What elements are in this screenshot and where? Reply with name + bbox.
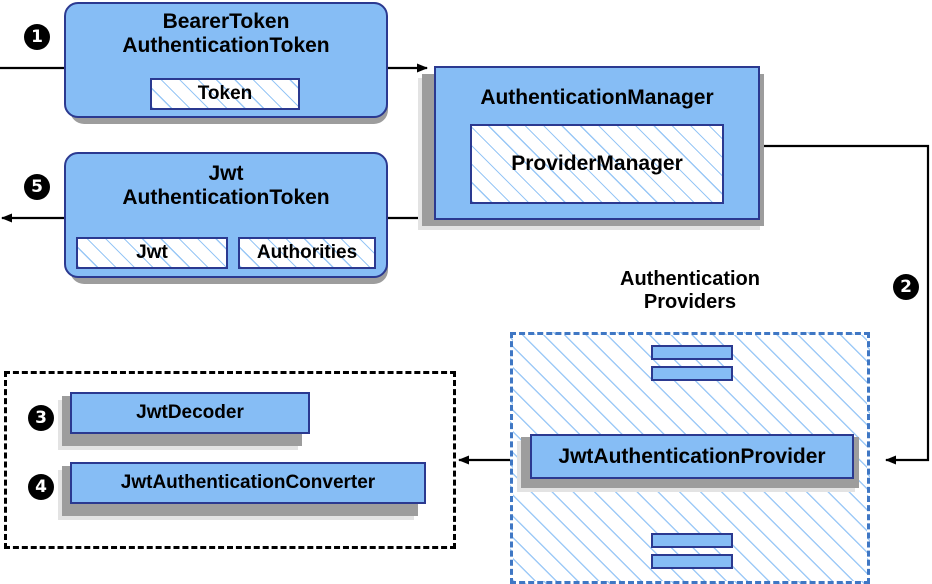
bearer-token-title-line-1: BearerToken <box>162 10 290 33</box>
badge-step-5: 5 <box>24 174 50 200</box>
providers-label-line-1: Authentication <box>620 268 760 290</box>
badge-step-3: 3 <box>28 405 54 431</box>
badge-step-4: 4 <box>28 474 54 500</box>
provider-bar-bottom-1 <box>651 533 733 548</box>
support-components-group <box>4 371 456 549</box>
node-jwt-authentication-provider[interactable]: JwtAuthenticationProvider <box>530 434 854 479</box>
provider-bar-top-2 <box>651 366 733 381</box>
jwt-label: Jwt <box>136 242 168 263</box>
node-jwt-authentication-converter[interactable]: JwtAuthenticationConverter <box>70 462 426 504</box>
jwt-token-title-line-1: Jwt <box>208 162 244 185</box>
token-label: Token <box>197 83 253 104</box>
providers-label-line-2: Providers <box>643 291 737 313</box>
authorities-label: Authorities <box>256 242 358 263</box>
jwt-authentication-provider-label: JwtAuthenticationProvider <box>558 444 826 468</box>
badge-step-2: 2 <box>893 274 919 300</box>
authentication-manager-title: AuthenticationManager <box>480 86 714 109</box>
authentication-manager-inner-provider-manager: ProviderManager <box>470 124 724 204</box>
badge-step-1: 1 <box>24 24 50 50</box>
jwt-decoder-label: JwtDecoder <box>136 402 244 423</box>
provider-bar-bottom-2 <box>651 554 733 569</box>
jwt-token-title-line-2: AuthenticationToken <box>122 185 330 209</box>
node-jwt-decoder[interactable]: JwtDecoder <box>70 392 310 434</box>
bearer-token-inner-token: Token <box>150 78 300 110</box>
jwt-token-inner-jwt: Jwt <box>76 237 228 269</box>
jwt-authentication-converter-label: JwtAuthenticationConverter <box>120 472 376 493</box>
provider-manager-label: ProviderManager <box>511 152 683 175</box>
jwt-token-inner-authorities: Authorities <box>238 237 376 269</box>
connector-manager-to-providers <box>760 144 930 465</box>
authentication-providers-label: Authentication Providers <box>575 268 805 314</box>
provider-bar-top-1 <box>651 345 733 360</box>
bearer-token-title-line-2: AuthenticationToken <box>122 33 330 57</box>
